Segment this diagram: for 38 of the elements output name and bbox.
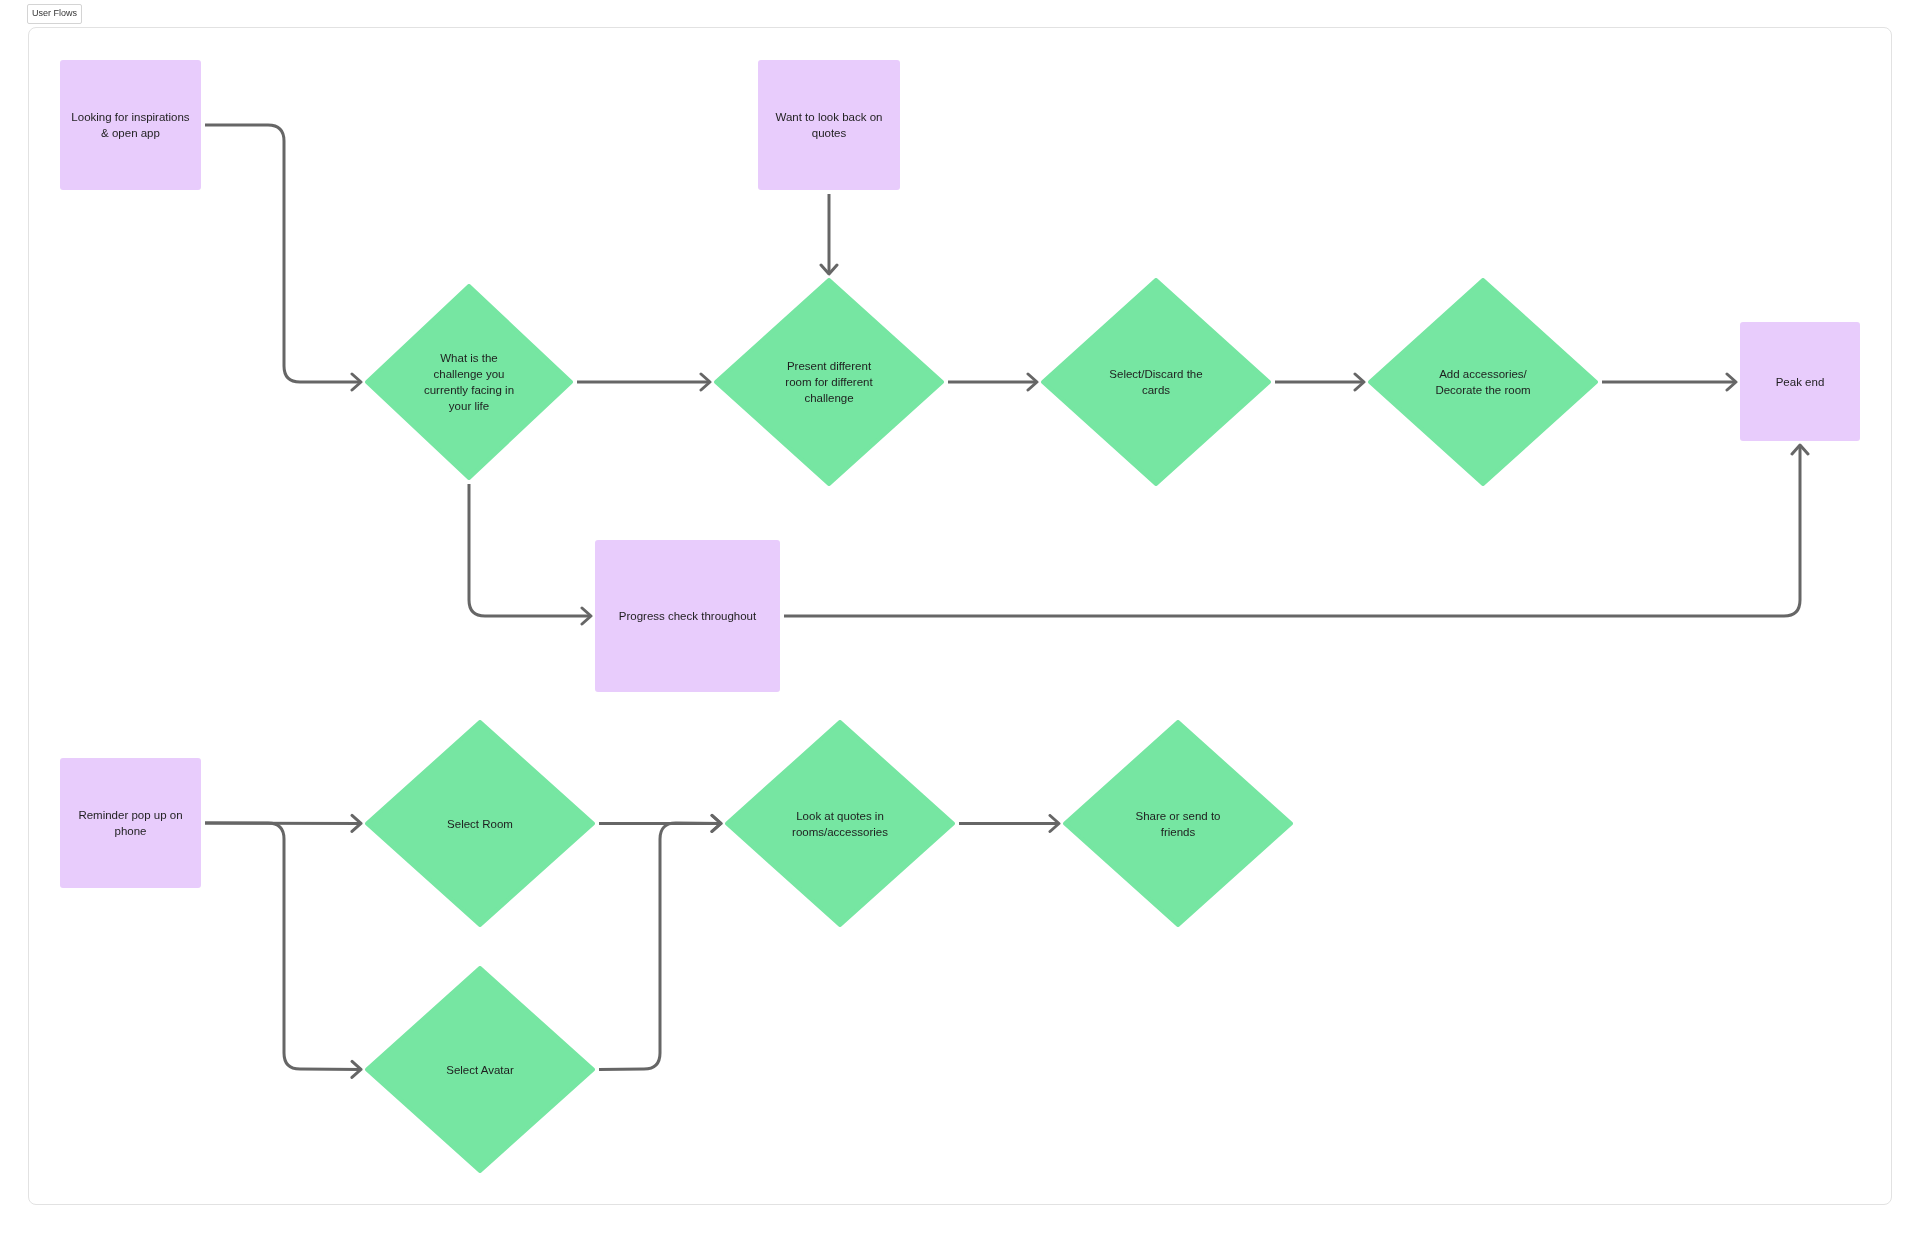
decision-diamond — [365, 720, 595, 927]
arrow — [205, 123, 363, 392]
arrow — [599, 813, 723, 1071]
arrow — [577, 372, 712, 392]
frame-title: User Flows — [27, 4, 82, 24]
decision-diamond — [1368, 278, 1598, 486]
decision-diamond — [365, 966, 595, 1173]
arrow — [948, 372, 1039, 392]
node-label: Share or send to friends — [1134, 808, 1222, 840]
node-label: Peak end — [1775, 374, 1825, 390]
sticky-note — [60, 758, 201, 888]
sticky-note — [60, 60, 201, 190]
arrow — [467, 484, 593, 626]
arrow — [819, 194, 839, 276]
node-label: Look at quotes in rooms/accessories — [791, 808, 889, 840]
arrow — [1275, 372, 1366, 392]
node-label: Select/Discard the cards — [1108, 367, 1204, 398]
node-label: What is the challenge you currently facing in your life — [422, 351, 516, 414]
decision-diamond — [1063, 720, 1293, 927]
node-label: Looking for inspirations & open app — [70, 110, 191, 141]
node-label: Reminder pop up on phone — [77, 808, 184, 839]
node-label: Add accessories/ Decorate the room — [1434, 367, 1532, 398]
sticky-note — [758, 60, 900, 190]
sticky-note — [1740, 322, 1860, 441]
node-label: Select Room — [447, 816, 513, 832]
decision-diamond — [1041, 278, 1271, 486]
node-label: Select Avatar — [446, 1062, 514, 1078]
arrow — [205, 821, 363, 1079]
node-label: Present different room for different challenge — [784, 359, 874, 406]
arrow — [959, 814, 1061, 833]
decision-diamond — [714, 278, 944, 486]
decision-diamond — [365, 284, 573, 480]
node-label: Progress check throughout — [618, 609, 757, 624]
node-label: Want to look back on quotes — [774, 110, 884, 141]
decision-diamond — [725, 720, 955, 927]
arrow — [1602, 372, 1738, 392]
sticky-note — [595, 540, 780, 692]
arrow — [784, 443, 1810, 618]
